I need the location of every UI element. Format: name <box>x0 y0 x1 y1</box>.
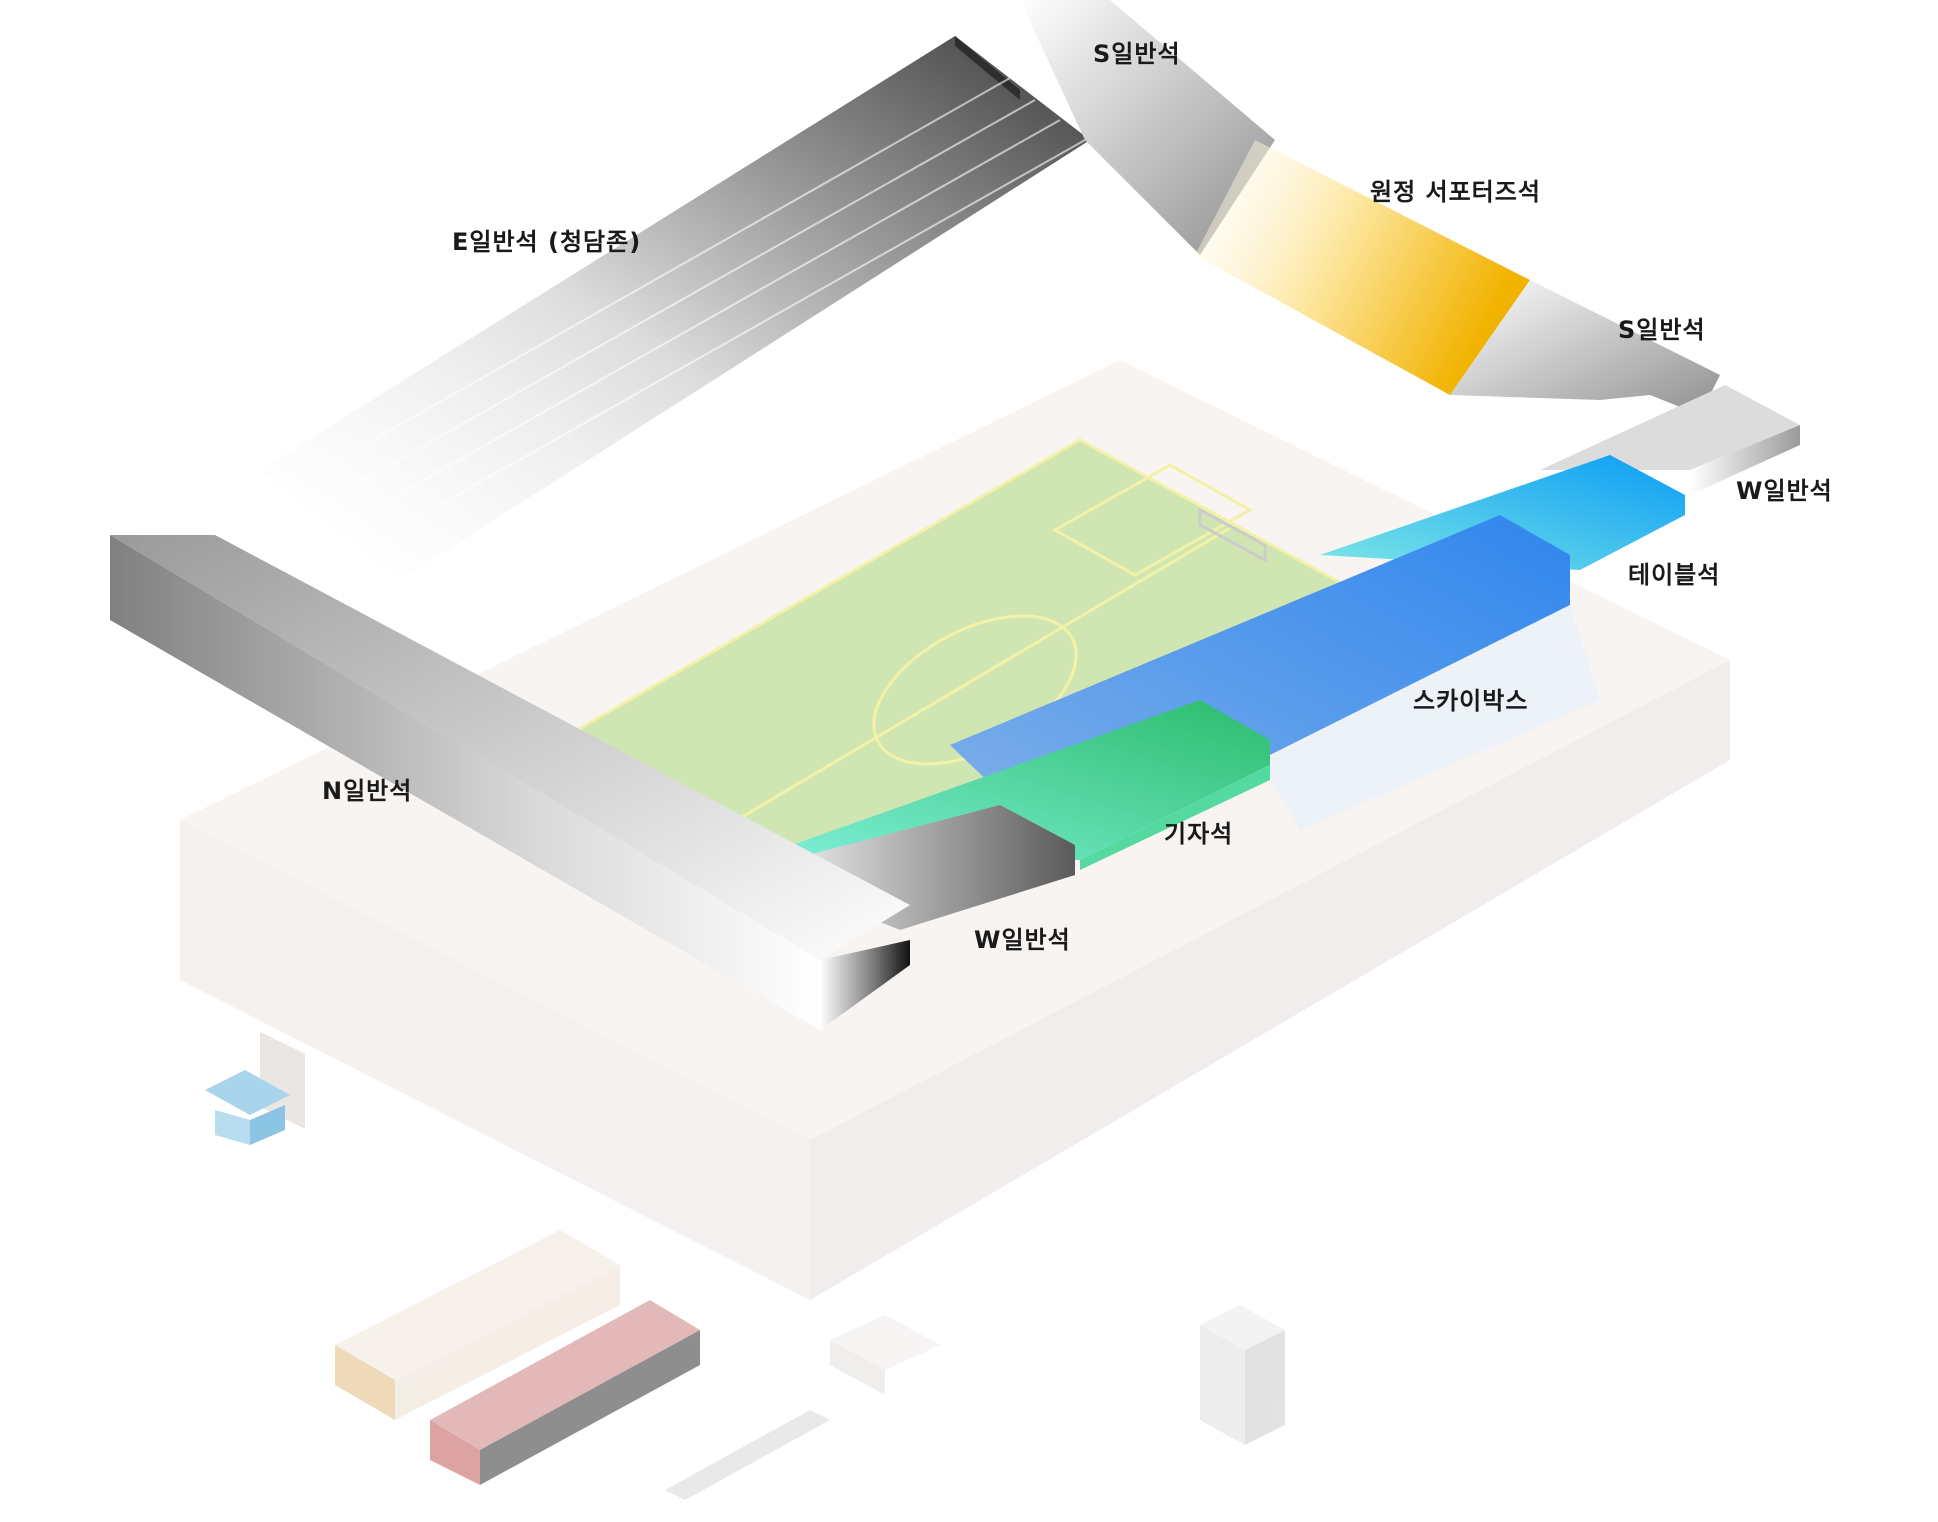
kiosk-icon <box>205 1070 290 1145</box>
stand-s-general-top <box>1020 0 1275 255</box>
label-n-general: N일반석 <box>322 777 413 805</box>
stand-s-general-right <box>1450 280 1720 415</box>
label-skybox: 스카이박스 <box>1413 687 1529 715</box>
stand-table-seats <box>1320 455 1685 570</box>
stand-n-general <box>110 535 910 1030</box>
stand-away-supporters <box>1195 140 1530 395</box>
label-s-general-right: S일반석 <box>1618 316 1706 344</box>
bus-icon <box>335 1230 700 1485</box>
goal-icon <box>1198 507 1267 563</box>
annex-blocks <box>665 1305 1285 1500</box>
stand-w-general-right <box>1540 385 1800 495</box>
label-w-general-front: W일반석 <box>974 926 1071 954</box>
label-table-seats: 테이블석 <box>1628 561 1721 589</box>
label-w-general-right: W일반석 <box>1736 477 1833 505</box>
stand-press <box>750 700 1270 870</box>
stand-e-general <box>260 36 1090 580</box>
label-e-general: E일반석 (청담존) <box>452 228 642 256</box>
label-away-supporters: 원정 서포터즈석 <box>1370 178 1541 206</box>
label-press: 기자석 <box>1164 820 1234 848</box>
label-s-general-top: S일반석 <box>1093 40 1181 68</box>
